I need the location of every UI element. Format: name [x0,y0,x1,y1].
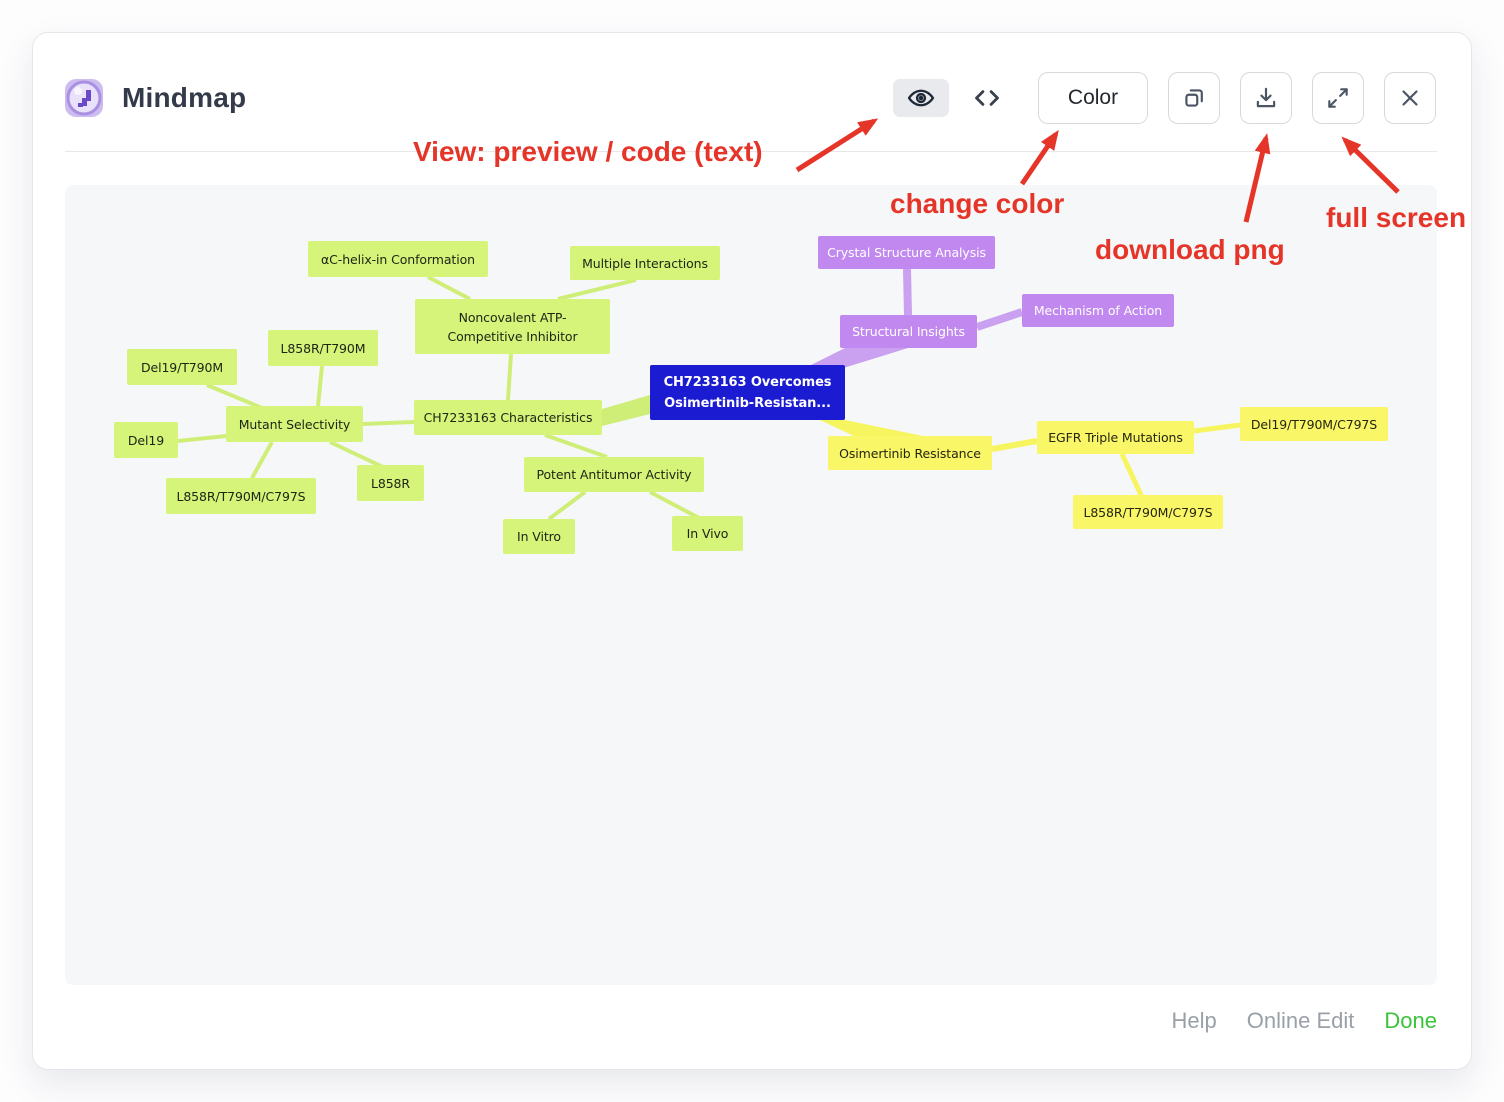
mindmap-node-del19-t790m[interactable]: Del19/T790M [127,349,237,385]
mindmap-node-in-vivo[interactable]: In Vivo [672,516,743,551]
close-icon [1397,85,1423,111]
mindmap-node-characteristics[interactable]: CH7233163 Characteristics [414,400,602,435]
dialog-header: Mindmap Color [62,72,1436,124]
color-button[interactable]: Color [1038,72,1148,124]
mindmap-node-osimertinib-resistance[interactable]: Osimertinib Resistance [828,436,992,470]
done-link[interactable]: Done [1384,1008,1437,1033]
download-icon [1253,85,1279,111]
mindmap-node-l858r-t790m-c797s-g[interactable]: L858R/T790M/C797S [166,478,316,514]
online-edit-link[interactable]: Online Edit [1246,1008,1355,1033]
code-icon [973,84,1001,112]
mindmap-node-in-vitro[interactable]: In Vitro [503,519,575,554]
mindmap-node-potent-antitumor[interactable]: Potent Antitumor Activity [524,457,704,492]
mindmap-node-del19[interactable]: Del19 [114,422,178,458]
mindmap-app-icon [62,76,106,120]
header-divider [65,151,1437,152]
mindmap-canvas[interactable] [65,185,1437,985]
mindmap-node-l858r-t790m[interactable]: L858R/T790M [268,330,378,366]
eye-icon [907,84,935,112]
copy-icon [1181,85,1207,111]
help-link[interactable]: Help [1171,1008,1217,1033]
code-view-button[interactable] [969,79,1005,117]
download-button[interactable] [1240,72,1292,124]
mindmap-node-noncovalent[interactable]: Noncovalent ATP- Competitive Inhibitor [415,299,610,354]
mindmap-node-crystal-structure[interactable]: Crystal Structure Analysis [818,236,995,269]
mindmap-node-l858r[interactable]: L858R [357,465,424,501]
mindmap-node-structural-insights[interactable]: Structural Insights [840,315,977,348]
mindmap-node-mutant-selectivity[interactable]: Mutant Selectivity [226,406,363,442]
expand-icon [1325,85,1351,111]
mindmap-node-del19-t790m-c797s-y[interactable]: Del19/T790M/C797S [1240,407,1388,441]
preview-view-button[interactable] [893,79,949,117]
page-title: Mindmap [122,82,247,113]
toolbar: Color [893,72,1436,124]
mindmap-node-ac-helix[interactable]: αC-helix-in Conformation [308,241,488,277]
mindmap-node-root[interactable]: CH7233163 Overcomes Osimertinib-Resistan… [650,365,845,420]
mindmap-node-l858r-t790m-c797s-y[interactable]: L858R/T790M/C797S [1073,495,1223,529]
dialog-footer: Help Online Edit Done [1172,1008,1437,1034]
close-button[interactable] [1384,72,1436,124]
fullscreen-button[interactable] [1312,72,1364,124]
copy-button[interactable] [1168,72,1220,124]
mindmap-node-mechanism-of-action[interactable]: Mechanism of Action [1022,294,1174,327]
mindmap-node-egfr-triple-mutations[interactable]: EGFR Triple Mutations [1037,421,1194,454]
mindmap-node-multiple-interactions[interactable]: Multiple Interactions [570,246,720,280]
